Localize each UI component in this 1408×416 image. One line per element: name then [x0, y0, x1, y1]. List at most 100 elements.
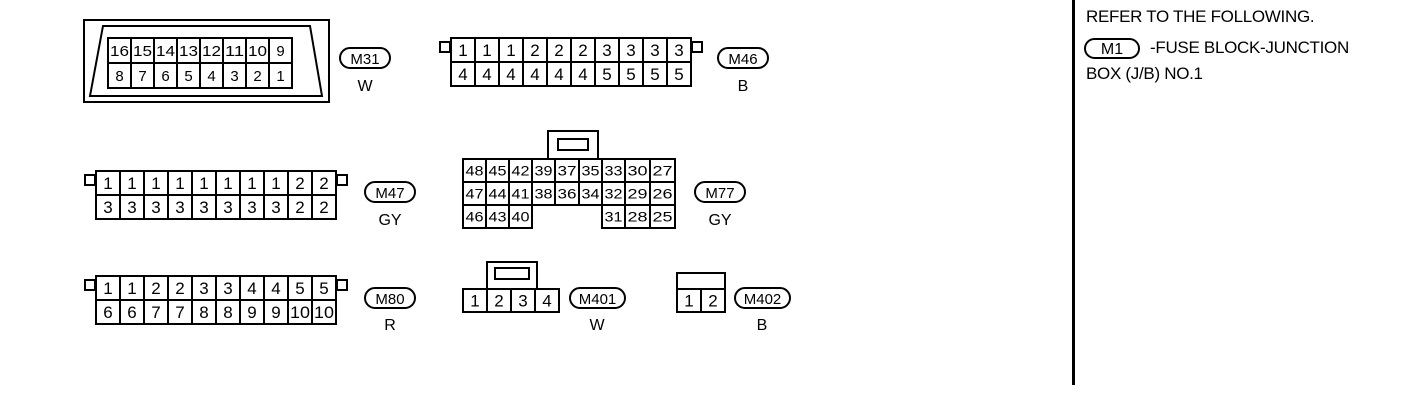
connector-color-label: R: [384, 317, 396, 334]
pin-cell: [534, 288, 560, 313]
pin-label: 1: [103, 174, 112, 193]
pin-label: 2: [319, 198, 328, 217]
pin-label: 3: [151, 198, 160, 217]
latch-tab-left: [84, 174, 96, 186]
pin-label: 3: [230, 68, 238, 85]
pin-label: 28: [628, 209, 648, 225]
pin-label: 3: [602, 41, 611, 60]
pin-label: 27: [653, 163, 673, 179]
m31-badge: [339, 47, 391, 69]
reference-badge-label: M1: [1101, 41, 1123, 58]
pin-label: 3: [271, 198, 280, 217]
reference-description-2: BOX (J/B) NO.1: [1086, 64, 1203, 83]
m77-lock-slot: [557, 138, 589, 151]
pin-label: 32: [605, 186, 623, 202]
pin-label: 2: [578, 41, 587, 60]
pin-label: 4: [530, 65, 539, 84]
pin-label: 1: [127, 279, 136, 298]
pin-label: 1: [175, 174, 184, 193]
pin-label: 1: [506, 41, 515, 60]
pin-label: 5: [602, 65, 611, 84]
pin-label: 3: [650, 41, 659, 60]
m47-badge: [364, 181, 416, 203]
pin-label: 10: [290, 303, 310, 322]
latch-tab-right: [691, 41, 703, 53]
pin-label: 34: [582, 186, 600, 202]
pin-label: 5: [650, 65, 659, 84]
pin-label: 9: [271, 303, 280, 322]
pin-label: 16: [110, 43, 129, 60]
m402-lock: [676, 272, 726, 290]
connector-color-label: GY: [378, 212, 401, 229]
connector-color-label: B: [738, 78, 749, 95]
pin-label: 4: [271, 279, 280, 298]
pin-label: 2: [175, 279, 184, 298]
pin-cell: [666, 61, 692, 87]
pin-label: 5: [295, 279, 304, 298]
pin-label: 7: [138, 68, 146, 85]
connector-color-label: W: [589, 317, 605, 334]
pin-label: 42: [512, 163, 530, 179]
pin-label: 1: [199, 174, 208, 193]
connector-id-label: M46: [728, 51, 757, 68]
divider-line: [1072, 0, 1075, 385]
m77-badge: [694, 181, 746, 203]
pin-label: 1: [223, 174, 232, 193]
pin-label: 2: [253, 68, 261, 85]
pin-label: 9: [247, 303, 256, 322]
pin-cell: [649, 204, 676, 229]
pin-cell: [508, 204, 533, 229]
pin-label: 4: [554, 65, 563, 84]
connector-id-label: M401: [579, 291, 617, 308]
pin-label: 3: [199, 198, 208, 217]
pin-label: 44: [489, 186, 507, 202]
pin-label: 2: [494, 292, 503, 311]
m402-badge: [734, 287, 791, 309]
pin-label: 31: [605, 209, 623, 225]
pin-label: 4: [247, 279, 256, 298]
pin-label: 30: [628, 163, 648, 179]
m46-badge: [717, 47, 769, 69]
pin-label: 2: [295, 174, 304, 193]
pin-label: 10: [248, 43, 267, 60]
pin-label: 1: [470, 292, 479, 311]
pin-label: 3: [674, 41, 683, 60]
pin-label: 8: [115, 68, 123, 85]
pin-label: 48: [466, 163, 484, 179]
pin-label: 8: [199, 303, 208, 322]
pin-label: 4: [482, 65, 491, 84]
m401-lock-slot: [494, 267, 530, 280]
pin-label: 3: [626, 41, 635, 60]
pin-label: 2: [151, 279, 160, 298]
pin-label: 29: [628, 186, 648, 202]
pin-label: 8: [223, 303, 232, 322]
pin-label: 26: [653, 186, 673, 202]
pin-label: 25: [653, 209, 673, 225]
pin-label: 1: [151, 174, 160, 193]
connector-id-label: M77: [705, 185, 734, 202]
pin-label: 3: [247, 198, 256, 217]
pin-label: 2: [295, 198, 304, 217]
pin-label: 47: [466, 186, 484, 202]
pin-label: 4: [506, 65, 515, 84]
pin-label: 40: [512, 209, 530, 225]
pin-label: 6: [127, 303, 136, 322]
pin-label: 10: [314, 303, 334, 322]
pin-label: 2: [554, 41, 563, 60]
pin-label: 4: [207, 68, 215, 85]
pin-label: 3: [127, 198, 136, 217]
pin-label: 2: [530, 41, 539, 60]
pin-label: 5: [674, 65, 683, 84]
pin-label: 1: [458, 41, 467, 60]
connector-id-label: M80: [375, 291, 404, 308]
pin-label: 3: [223, 279, 232, 298]
pin-label: 5: [319, 279, 328, 298]
pin-label: 3: [199, 279, 208, 298]
pin-label: 43: [489, 209, 507, 225]
pin-cell: [311, 194, 337, 220]
